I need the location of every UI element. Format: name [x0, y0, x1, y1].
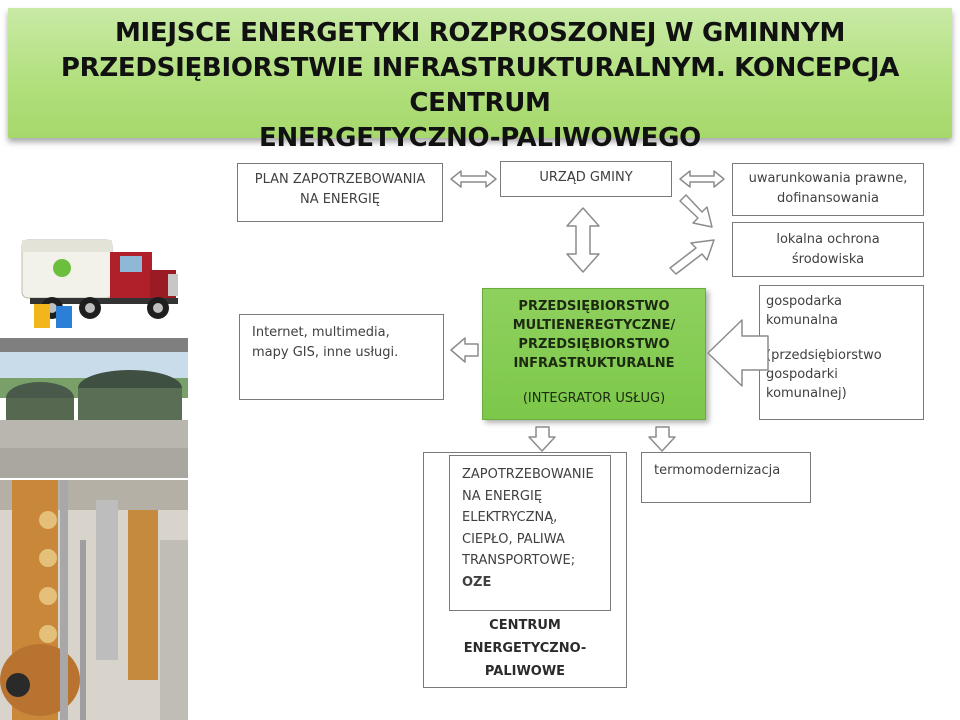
page-title: MIEJSCE ENERGETYKI ROZPROSZONEJ W GMINNY… — [8, 16, 952, 156]
plan-line-2: NA ENERGIĘ — [299, 192, 381, 207]
biogas-plant-photo — [0, 338, 188, 478]
gospodarka-line-5: komunalnej) — [766, 386, 847, 401]
plan-line-1: PLAN ZAPOTRZEBOWANIA — [254, 172, 426, 187]
ochrona-line-2: środowiska — [791, 252, 865, 267]
centrum-line-2: ENERGETYCZNO- — [463, 641, 587, 656]
gospodarka-line-1: gospodarka — [766, 294, 843, 309]
garbage-truck-photo — [0, 212, 188, 332]
distillery-photo — [0, 480, 188, 720]
zapotrzebowanie-box: ZAPOTRZEBOWANIE NA ENERGIĘ ELEKTRYCZNĄ, … — [449, 455, 611, 611]
double-arrow-urzad-uwarunkowania — [679, 170, 725, 188]
integrator-line-5: (INTEGRATOR USŁUG) — [522, 391, 666, 406]
integrator-line-2: MULTIENEREGTYCZNE/ — [512, 318, 676, 333]
title-line-2: PRZEDSIĘBIORSTWIE INFRASTRUKTURALNYM. KO… — [60, 53, 900, 118]
gospodarka-line-2: komunalna — [766, 313, 838, 328]
gospodarka-line-4: gospodarki — [766, 367, 838, 382]
centrum-line-1: CENTRUM — [489, 618, 561, 633]
title-banner — [8, 8, 952, 138]
zapotrzebowanie-line-2: NA ENERGIĘ — [462, 488, 543, 504]
arrow-down-to-termo — [648, 426, 676, 452]
integrator-line-4: INFRASTRUKTURALNE — [513, 356, 675, 371]
urzad-line-1: URZĄD GMINY — [539, 170, 633, 185]
internet-line-1: Internet, multimedia, — [252, 325, 390, 340]
uwarunkowania-line-1: uwarunkowania prawne, — [748, 171, 908, 186]
internet-box: Internet, multimedia, mapy GIS, inne usł… — [239, 314, 444, 400]
integrator-line-1: PRZEDSIĘBIORSTWO — [518, 299, 670, 314]
integrator-box: PRZEDSIĘBIORSTWO MULTIENEREGTYCZNE/ PRZE… — [482, 288, 706, 420]
arrow-to-internet — [450, 337, 479, 363]
gospodarka-box: gospodarka komunalna (przedsiębiorstwo g… — [759, 285, 924, 420]
zapotrzebowanie-line-1: ZAPOTRZEBOWANIE — [462, 467, 594, 482]
zapotrzebowanie-line-3: ELEKTRYCZNĄ, — [462, 510, 558, 525]
plan-box: PLAN ZAPOTRZEBOWANIA NA ENERGIĘ — [237, 163, 443, 222]
ochrona-line-1: lokalna ochrona — [776, 232, 880, 247]
arrow-from-ochrona — [669, 239, 715, 275]
arrow-to-ochrona — [679, 194, 713, 228]
termo-line-1: termomodernizacja — [654, 463, 781, 478]
zapotrzebowanie-line-5: TRANSPORTOWE; — [462, 553, 576, 568]
integrator-line-3: PRZEDSIĘBIORSTWO — [518, 337, 670, 352]
ochrona-box: lokalna ochrona środowiska — [732, 222, 924, 277]
arrow-down-to-centrum — [528, 426, 556, 452]
uwarunkowania-line-2: dofinansowania — [777, 191, 879, 206]
title-line-3: ENERGETYCZNO-PALIWOWEGO — [259, 123, 701, 153]
double-arrow-plan-urzad — [450, 170, 497, 188]
gospodarka-line-3: (przedsiębiorstwo — [766, 348, 882, 363]
internet-line-2: mapy GIS, inne usługi. — [252, 345, 399, 360]
arrow-from-gospodarka — [707, 319, 769, 387]
title-line-1: MIEJSCE ENERGETYKI ROZPROSZONEJ W GMINNY… — [114, 18, 846, 48]
termomodernizacja-box: termomodernizacja — [641, 452, 811, 503]
uwarunkowania-box: uwarunkowania prawne, dofinansowania — [732, 163, 924, 216]
zapotrzebowanie-line-6: OZE — [462, 574, 492, 590]
urzad-box: URZĄD GMINY — [500, 161, 672, 197]
centrum-line-3: PALIWOWE — [484, 664, 566, 679]
zapotrzebowanie-line-4: CIEPŁO, PALIWA — [462, 531, 565, 547]
centrum-label: CENTRUM ENERGETYCZNO- PALIWOWE — [423, 614, 627, 683]
double-arrow-urzad-integrator — [566, 207, 600, 273]
